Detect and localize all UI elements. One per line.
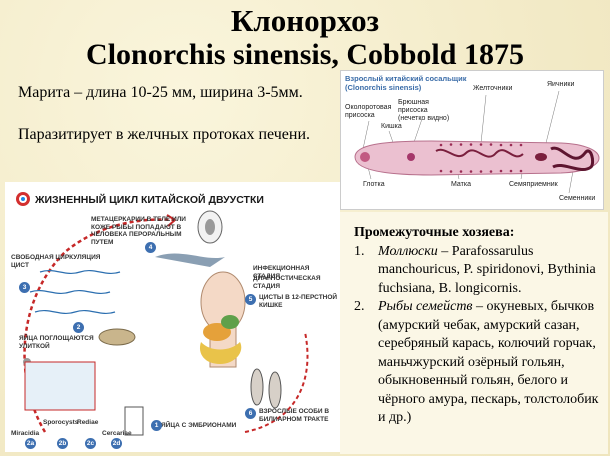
lifecycle-logo-icon	[16, 192, 30, 206]
badge-2a: 2a	[25, 438, 36, 449]
lifecycle-heading: ЖИЗНЕННЫЙ ЦИКЛ КИТАЙСКОЙ ДВУУСТКИ	[35, 194, 264, 206]
badge-5: 5	[245, 294, 256, 305]
host-species-text: – окуневых, бычков (амурский чебак, амур…	[378, 299, 599, 425]
host-item-number: 2.	[354, 299, 365, 314]
host-species-text: – Parafossarulus manchouricus, P. spirid…	[378, 243, 596, 296]
label-ventral-sucker: Брюшная присоска (нечетко видно)	[398, 99, 450, 122]
parasite-location-text: Паразитирует в желчных протоках печени.	[18, 126, 311, 143]
label-uterus: Матка	[451, 181, 471, 188]
host-item-molluscs: 1. Моллюски – Parafossarulus manchouricus…	[354, 243, 600, 299]
badge-2c: 2c	[85, 438, 96, 449]
label-metacercariae: МЕТАЦЕРКАРИИ В ТЕЛЕ ИЛИ КОЖЕ РЫБЫ ПОПАДА…	[91, 216, 186, 246]
lifecycle-drawing	[23, 210, 309, 436]
host-group-name: Рыбы семейств	[378, 299, 473, 314]
worm-body-drawing	[354, 90, 600, 194]
worm-figure-title: Взрослый китайский сосальщик (Clonorchis…	[345, 74, 467, 92]
hosts-heading: Промежуточные хозяева:	[354, 225, 515, 240]
label-gut: Кишка	[381, 123, 402, 130]
badge-2d: 2d	[111, 438, 122, 449]
badge-2b: 2b	[57, 438, 68, 449]
page-title: Клонорхоз	[230, 3, 380, 38]
label-testes: Семенники	[559, 195, 596, 202]
label-adults: ВЗРОСЛЫЕ ОСОБИ В БИЛИАРНОМ ТРАКТЕ	[259, 408, 330, 423]
host-item-number: 1.	[354, 243, 365, 259]
worm-anatomy-figure: Взрослый китайский сосальщик (Clonorchis…	[340, 70, 604, 210]
label-cysts-duodenum: ЦИСТЫ В 12-ПЕРСТНОЙ КИШКЕ	[259, 294, 338, 309]
badge-6: 6	[245, 408, 256, 419]
label-seminal-receptacle: Семяприемник	[509, 181, 558, 188]
host-group-name: Моллюски	[378, 243, 438, 259]
badge-4: 4	[145, 242, 156, 253]
stage-rediae: Rediae	[77, 419, 99, 426]
badge-2: 2	[73, 322, 84, 333]
page-subtitle: Clonorchis sinensis, Cobbold 1875	[86, 38, 524, 71]
lifecycle-figure: ЖИЗНЕННЫЙ ЦИКЛ КИТАЙСКОЙ ДВУУСТКИ МЕТАЦЕ…	[5, 182, 340, 452]
label-infective-stage: ИНФЕКЦИОННАЯ СТАДИЯ	[253, 265, 310, 280]
label-free-cyst: СВОБОДНАЯ ЦИРКУЛЯЦИЯ ЦИСТ	[11, 254, 101, 269]
label-eggs-embryo: ЯЙЦА С ЭМБРИОНАМИ	[161, 422, 237, 429]
host-item-fish: 2. Рыбы семейств – окуневых, бычков (амур…	[354, 298, 600, 428]
label-pharynx: Глотка	[363, 181, 385, 188]
marita-size-text: Марита – длина 10-25 мм, ширина 3-5мм.	[18, 84, 303, 101]
label-ovary: Яичники	[547, 81, 575, 88]
stage-cercariae: Cercariae	[102, 430, 132, 437]
stage-miracidia: Miracidia	[11, 430, 40, 437]
label-eggs-snail: ЯЙЦА ПОГЛОЩАЮТСЯ УЛИТКОЙ	[19, 335, 94, 350]
badge-3: 3	[19, 282, 30, 293]
badge-1: 1	[151, 420, 162, 431]
label-oral-sucker: Околоротовая присоска	[345, 104, 392, 119]
stage-sporocysts: Sporocysts	[43, 419, 79, 426]
label-vitellaria: Желточники	[473, 85, 513, 92]
label-diagnostic-stage: ДИАГНОСТИЧЕСКАЯ СТАДИЯ	[253, 275, 321, 290]
intermediate-hosts-box: Промежуточные хозяева: 1. Моллюски – Para…	[340, 212, 608, 454]
